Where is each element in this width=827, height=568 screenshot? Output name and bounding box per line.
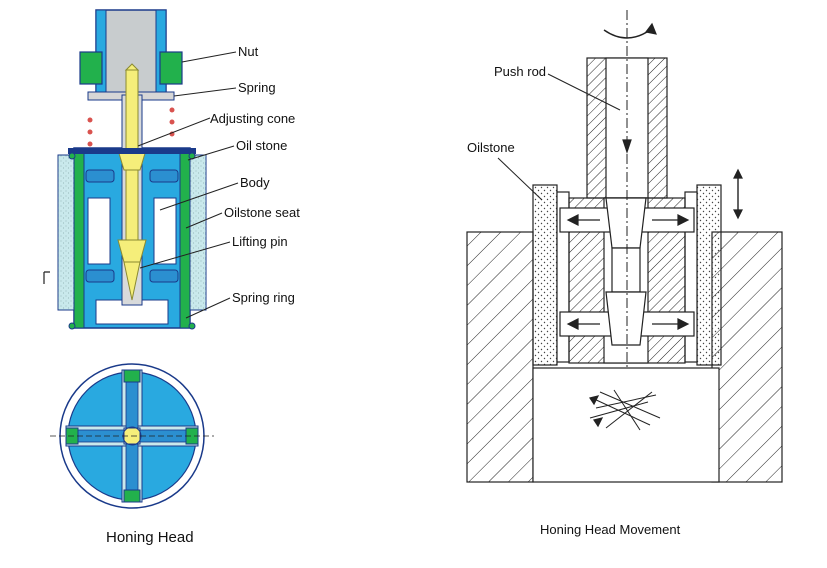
oilstone-right bbox=[696, 184, 722, 366]
honing-movement-diagram bbox=[466, 10, 783, 483]
label-adjusting-cone: Adjusting cone bbox=[210, 111, 295, 126]
label-oil-stone: Oil stone bbox=[236, 138, 287, 153]
label-oilstone: Oilstone bbox=[467, 140, 515, 155]
honing-head-plan-view bbox=[50, 363, 214, 509]
label-push-rod: Push rod bbox=[494, 64, 546, 79]
label-spring-ring: Spring ring bbox=[232, 290, 295, 305]
adjusting-cone-part bbox=[117, 63, 147, 301]
label-nut: Nut bbox=[238, 44, 259, 59]
label-lifting-pin: Lifting pin bbox=[232, 234, 288, 249]
nut-part bbox=[79, 51, 103, 85]
right-leader-lines bbox=[497, 73, 621, 201]
label-oilstone-seat: Oilstone seat bbox=[224, 205, 300, 220]
caption-honing-head-movement: Honing Head Movement bbox=[540, 522, 681, 537]
honing-head-section bbox=[43, 9, 207, 330]
label-spring: Spring bbox=[238, 80, 276, 95]
oilstone-left bbox=[532, 184, 558, 366]
left-leader-lines bbox=[137, 51, 239, 319]
label-body: Body bbox=[240, 175, 270, 190]
caption-honing-head: Honing Head bbox=[106, 529, 194, 546]
